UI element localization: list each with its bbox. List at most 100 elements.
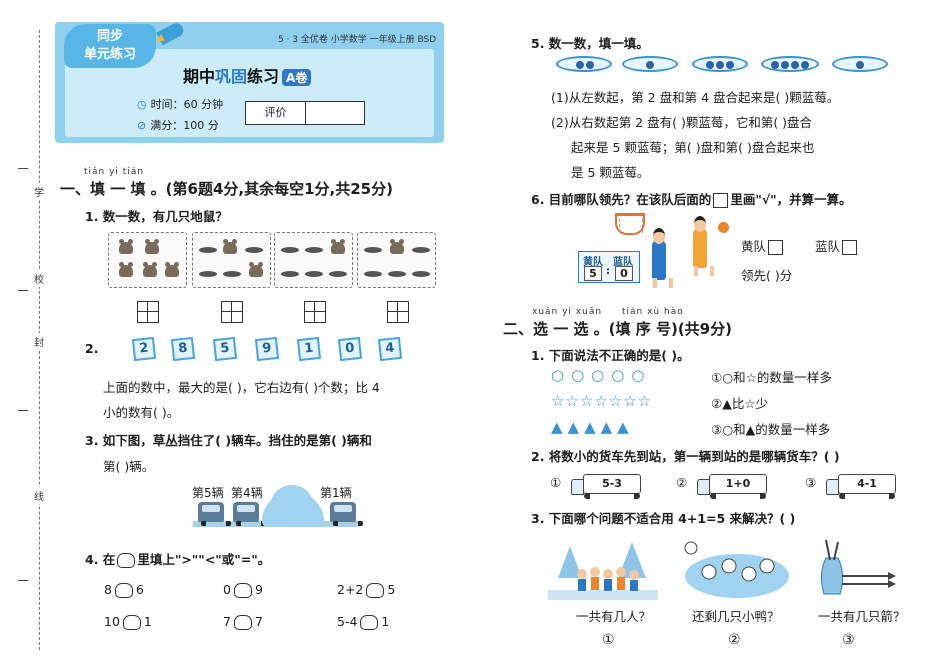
score-yellow: 5 (584, 266, 602, 281)
compare-left: 5-4 (337, 614, 358, 629)
truck-icon: 1+0 (697, 474, 767, 499)
star-row: ☆☆☆☆☆☆☆ (551, 392, 653, 410)
question-2-2: 2. 将数小的货车先到站，第一辆到站的是哪辆货车？( ) (531, 449, 840, 464)
car-label: 第5辆 (192, 486, 224, 500)
hole-icon (412, 271, 430, 277)
compare-blank[interactable] (233, 583, 252, 598)
truck-icon: 4-1 (826, 474, 896, 499)
basketball-icon (718, 222, 729, 233)
q6-tail: 里画"√"，并算一算。 (730, 192, 852, 207)
score-separator: : (606, 266, 610, 277)
check-circle-icon: ⊘ (137, 119, 147, 132)
mole-card (357, 232, 436, 288)
option-3: ③○和▲的数量一样多 (711, 422, 831, 437)
badge-line: 单元练习 (83, 47, 136, 62)
title-part: 期中 (183, 67, 216, 86)
scene-caption: 还剩几只小鸭？ (692, 609, 780, 624)
compare-item: 2+2 5 (337, 582, 395, 598)
question-5-line: 是 5 颗蓝莓。 (571, 165, 650, 180)
digit-card: 1 (296, 336, 322, 362)
question-2-line: 小的数有( )。 (103, 405, 180, 420)
title-highlight: 巩固 (215, 67, 248, 86)
digit-card: 8 (170, 336, 196, 362)
mole-icon (119, 262, 133, 277)
scene-caption: 一共有几人？ (576, 609, 652, 624)
hole-icon (199, 271, 217, 277)
version-tag: A卷 (282, 69, 312, 86)
compare-left: 8 (104, 582, 112, 597)
answer-box[interactable] (387, 301, 409, 323)
unit-badge: 同步 单元练习 (64, 24, 156, 68)
arrows-scene (808, 538, 898, 604)
answer-box[interactable] (137, 301, 159, 323)
hole-icon (305, 247, 323, 253)
blue-check-box[interactable] (842, 240, 858, 255)
truck-mark: ① (550, 475, 562, 490)
question-2-1: 1. 下面说法不正确的是( )。 (531, 348, 690, 363)
compare-right: 1 (143, 614, 152, 629)
compare-left: 2+2 (337, 582, 364, 597)
compare-blank[interactable] (122, 615, 141, 630)
question-5-line: 起来是 5 颗蓝莓；第( )盘和第( )盘合起来也 (571, 140, 815, 155)
yellow-check-box[interactable] (768, 240, 784, 255)
book-meta: 5 · 3 全优卷 小学数学 一年级上册 BSD (278, 35, 437, 45)
clock-icon: ◷ (137, 98, 147, 111)
section-pinyin: tián yi tián (84, 167, 145, 177)
mole-card (192, 232, 271, 288)
question-5: 5. 数一数，填一填。 (531, 36, 649, 51)
scene-caption: 一共有几只箭？ (818, 609, 906, 624)
section-pinyin: xuǎn yi xuǎn (532, 307, 603, 317)
question-2-number: 2. (85, 341, 99, 356)
evaluation-label: 评价 (246, 102, 306, 124)
children-scene (548, 538, 658, 604)
q6-lead: 6. 目前哪队领先？在该队后面的 (531, 192, 712, 207)
arrows-illustration (820, 539, 896, 595)
digit-card: 5 (212, 336, 238, 362)
evaluation-box[interactable]: 评价 (245, 101, 365, 125)
question-5-line: (2)从右数起第 2 盘有( )颗蓝莓，它和第( )盘合 (551, 115, 813, 130)
answer-box[interactable] (304, 301, 326, 323)
badge-line: 同步 (96, 29, 123, 44)
blueberry-icon (781, 61, 789, 69)
ducks-scene (683, 538, 793, 604)
answer-box[interactable] (221, 301, 243, 323)
blueberry-icon (801, 61, 809, 69)
car-icon (198, 502, 231, 526)
scene-mark: ② (728, 632, 741, 648)
compare-blank[interactable] (114, 583, 133, 598)
circle-row: ○○○○○ (551, 366, 652, 384)
mole-icon (249, 262, 263, 277)
binding-field-line (18, 168, 28, 169)
truck-mark: ② (676, 475, 688, 490)
team-label: 黄队 (741, 239, 767, 254)
compare-blank[interactable] (233, 615, 252, 630)
compare-blank[interactable] (366, 583, 385, 598)
mole-card (274, 232, 353, 288)
question-2-line: 上面的数中，最大的是( )，它右边有( )个数；比 4 (103, 380, 380, 395)
compare-right: 5 (387, 582, 396, 597)
compare-right: 6 (135, 582, 144, 597)
compare-left: 7 (223, 614, 231, 629)
hole-icon (281, 247, 299, 253)
binding-field-line (18, 580, 28, 581)
yellow-team-row: 黄队 (741, 236, 785, 255)
blueberry-icon (576, 61, 584, 69)
player-icon (652, 228, 673, 288)
binding-field-line (18, 410, 28, 411)
binding-label: 线 (34, 487, 44, 504)
compare-blank-icon (117, 553, 136, 568)
question-2-3: 3. 下面哪个问题不适合用 4+1=5 来解决？( ) (531, 511, 796, 526)
question-1: 1. 数一数，有几只地鼠？ (85, 209, 228, 224)
mole-icon (223, 239, 237, 254)
scoreboard: 黄队 蓝队 5 : 0 (578, 251, 640, 283)
scoreboard-team: 黄队 (583, 257, 603, 268)
car-icon (233, 502, 266, 526)
compare-blank[interactable] (360, 615, 379, 630)
question-3-line: 3. 如下图，草丛挡住了( )辆车。挡住的是第( )辆和 (85, 433, 372, 448)
scoreboard-team: 蓝队 (613, 257, 633, 268)
